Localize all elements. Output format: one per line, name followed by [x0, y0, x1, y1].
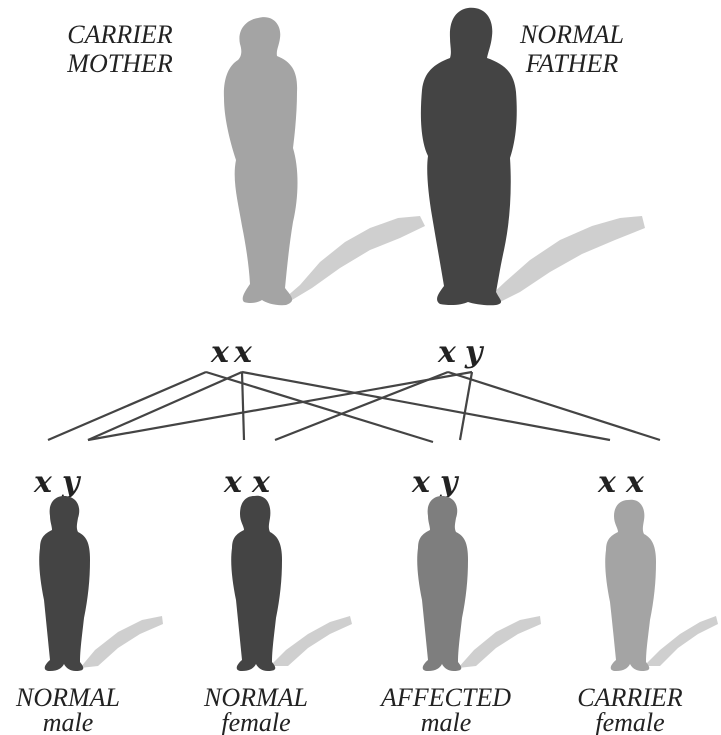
mother-allele-2: x — [233, 335, 253, 370]
inheritance-lines — [48, 372, 660, 442]
child4-allele-2: x — [625, 465, 645, 500]
child3-allele-2: y — [439, 465, 460, 500]
child-affected-male: x y AFFECTED male — [379, 465, 541, 735]
child2-allele-1: x — [223, 465, 243, 500]
line-mother2-child2 — [242, 372, 244, 440]
child2-label-line2: female — [221, 708, 290, 735]
line-mother1-child3 — [206, 372, 433, 442]
mother-label-line2: MOTHER — [66, 49, 173, 78]
line-mother2-child1b — [88, 372, 242, 440]
line-mother1-child1 — [48, 372, 206, 440]
father-shadow — [488, 216, 645, 303]
mother-group: CARRIER MOTHER — [66, 17, 425, 305]
father-label-line1: NORMAL — [519, 20, 624, 49]
child2-silhouette — [231, 496, 282, 671]
child3-silhouette — [417, 496, 468, 671]
child2-shadow — [270, 616, 352, 666]
child-normal-male: x y NORMAL male — [15, 465, 163, 735]
mother-allele-1: x — [210, 335, 230, 370]
child4-silhouette — [605, 500, 656, 671]
child2-allele-2: x — [251, 465, 271, 500]
child1-shadow — [80, 616, 163, 668]
child4-label-line2: female — [595, 708, 664, 735]
father-silhouette — [421, 8, 517, 305]
father-group: NORMAL FATHER — [421, 8, 645, 305]
child3-allele-1: x — [411, 465, 431, 500]
child3-shadow — [458, 616, 541, 668]
child4-shadow — [644, 616, 718, 666]
child1-label-line2: male — [43, 708, 94, 735]
child-normal-female: x x NORMAL female — [203, 465, 352, 735]
father-label-line2: FATHER — [525, 49, 619, 78]
child1-allele-1: x — [33, 465, 53, 500]
child4-allele-1: x — [597, 465, 617, 500]
child-carrier-female: x x CARRIER female — [577, 465, 718, 735]
child1-allele-2: y — [61, 465, 82, 500]
father-allele-x: x — [437, 335, 457, 370]
mother-shadow — [285, 216, 425, 300]
father-allele-y: y — [464, 335, 485, 370]
mother-label-line1: CARRIER — [67, 20, 173, 49]
mother-silhouette — [224, 17, 298, 305]
child3-label-line2: male — [421, 708, 472, 735]
line-father-y-child1 — [88, 372, 472, 440]
child1-silhouette — [39, 496, 90, 671]
line-father-y-child3 — [460, 372, 472, 440]
